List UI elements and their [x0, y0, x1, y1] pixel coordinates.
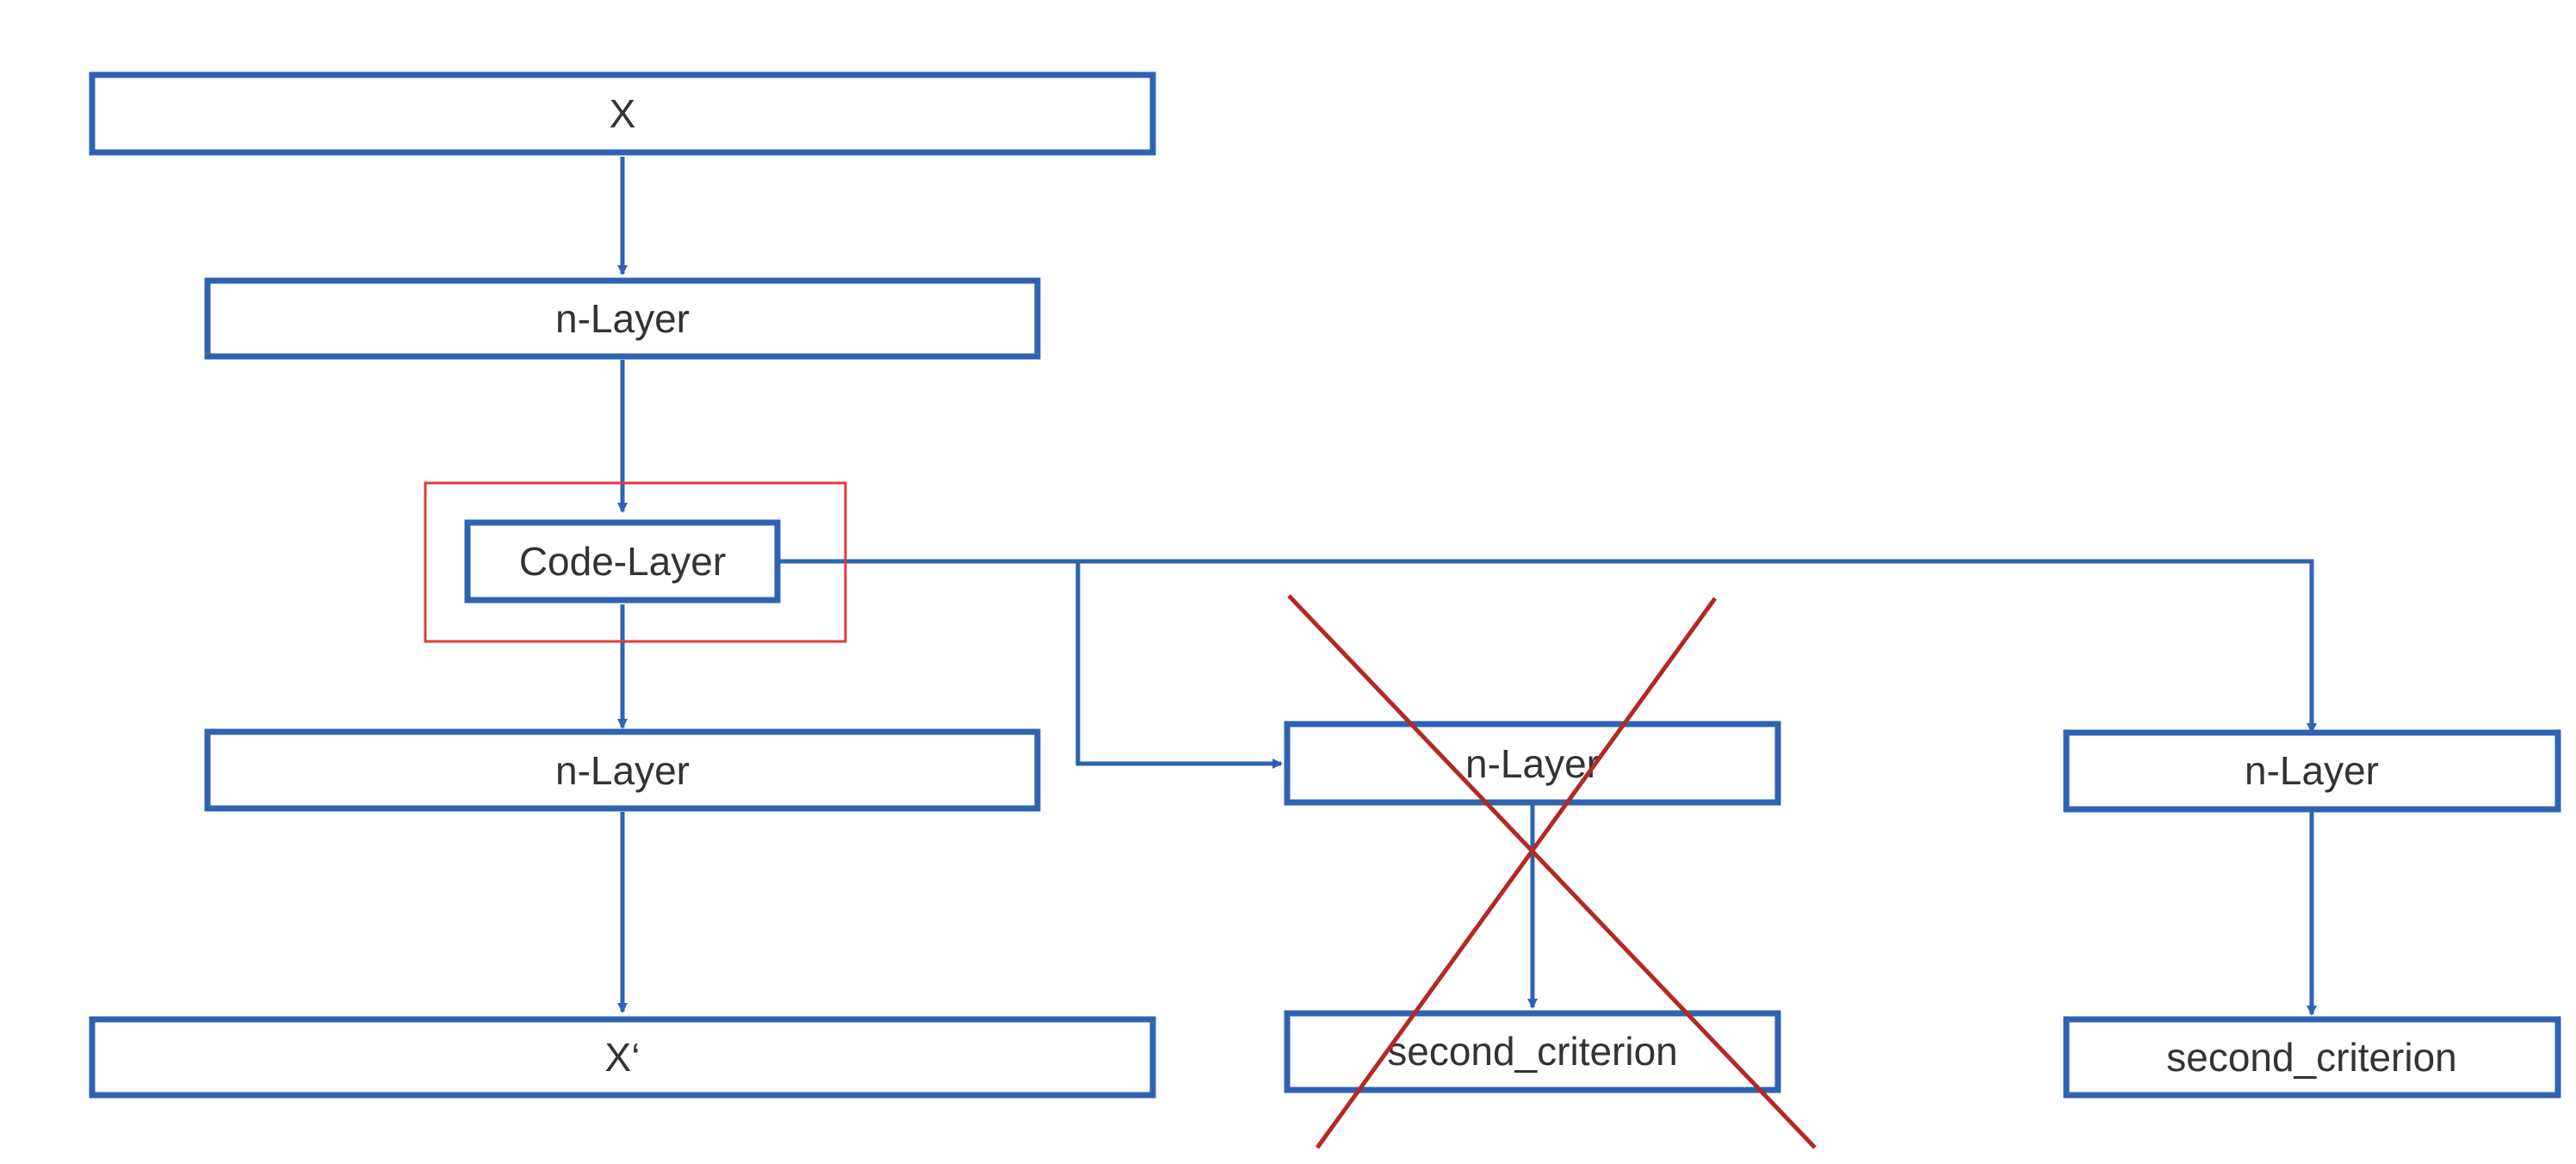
node-box — [89, 71, 1156, 156]
line-code-to-branch-a — [1075, 561, 1283, 769]
code-layer-highlight-frame — [424, 481, 847, 643]
node-label: Code-Layer — [519, 539, 726, 584]
cross-out-stroke — [1287, 594, 1817, 1149]
node-box — [204, 728, 1041, 812]
node-label: X — [610, 91, 636, 136]
node-label: n-Layer — [555, 296, 690, 341]
connectors — [617, 157, 2317, 1016]
node-box — [2063, 1016, 2561, 1099]
node-label: X‘ — [605, 1035, 641, 1080]
node-box — [464, 519, 781, 604]
line-code-to-branch-b — [777, 559, 2317, 734]
node-decoder-layer: n-Layer — [204, 728, 1041, 812]
node-input: X — [89, 71, 1156, 156]
node-box — [89, 1016, 1156, 1099]
node-branch-a-layer: n-Layer — [1284, 721, 1781, 806]
node-label: n-Layer — [555, 748, 690, 793]
node-box — [204, 277, 1041, 360]
cross-out-stroke — [1315, 597, 1718, 1149]
branch-a-cross-out — [1287, 594, 1817, 1149]
node-label: n-Layer — [2245, 748, 2379, 793]
node-encoder-layer: n-Layer — [204, 277, 1041, 360]
node-branch-a-criterion: second_criterion — [1284, 1010, 1781, 1093]
node-label: n-Layer — [1465, 741, 1600, 786]
node-branch-b-criterion: second_criterion — [2063, 1016, 2561, 1099]
node-box — [1284, 721, 1781, 806]
node-branch-b-layer: n-Layer — [2063, 729, 2561, 813]
node-output: X‘ — [89, 1016, 1156, 1099]
node-label: second_criterion — [1387, 1029, 1678, 1074]
node-box — [2063, 729, 2561, 813]
node-code-layer: Code-Layer — [464, 519, 781, 604]
node-label: second_criterion — [2166, 1035, 2457, 1080]
